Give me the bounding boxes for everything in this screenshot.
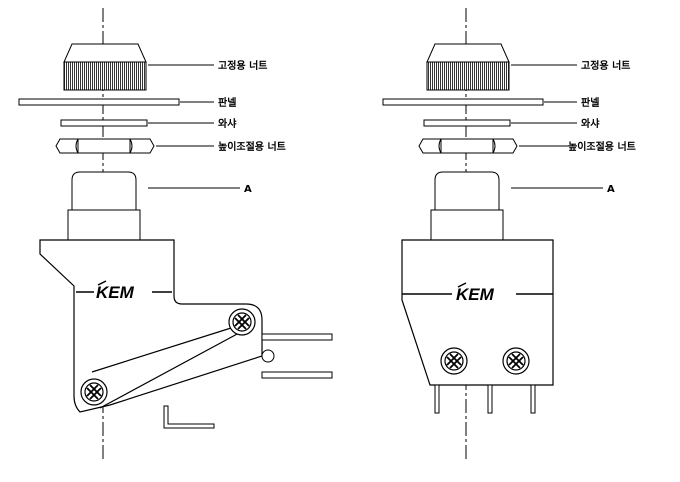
left-assembly: KEM [18,8,333,460]
left-label-height-nut: 높이조절용 너트 [218,140,286,153]
right-brand-logo: KEM [456,285,495,304]
left-panel [18,98,180,106]
right-callouts [511,64,603,189]
left-terminals [163,333,333,429]
right-assembly: KEM [382,8,554,460]
left-washer [60,119,148,127]
right-switch-body [401,239,554,386]
left-lock-nut [63,43,147,91]
right-actuator [430,171,504,241]
right-label-lock-nut: 고정용 너트 [581,59,630,72]
left-switch-body [39,239,263,413]
left-callouts [148,64,240,189]
left-label-actuator: A [244,184,252,195]
right-height-nut [418,138,518,154]
right-label-actuator: A [607,184,615,195]
left-screw-upper [228,308,256,336]
right-screw-right [502,347,530,375]
left-label-lock-nut: 고정용 너트 [218,59,267,72]
left-screw-lower [80,378,108,406]
right-label-washer: 와샤 [581,117,600,130]
left-label-panel: 판넬 [218,96,236,109]
left-label-washer: 와샤 [218,117,237,130]
right-label-panel: 판넬 [581,96,599,109]
left-lever [99,325,253,409]
right-panel [382,98,544,106]
right-terminals [434,384,536,414]
right-lock-nut [426,43,510,91]
right-label-height-nut: 높이조절용 너트 [568,140,636,153]
left-brand-logo: KEM [96,283,135,302]
left-actuator [67,171,141,241]
right-washer [423,119,511,127]
left-height-nut [55,138,155,154]
right-screw-left [440,347,468,375]
